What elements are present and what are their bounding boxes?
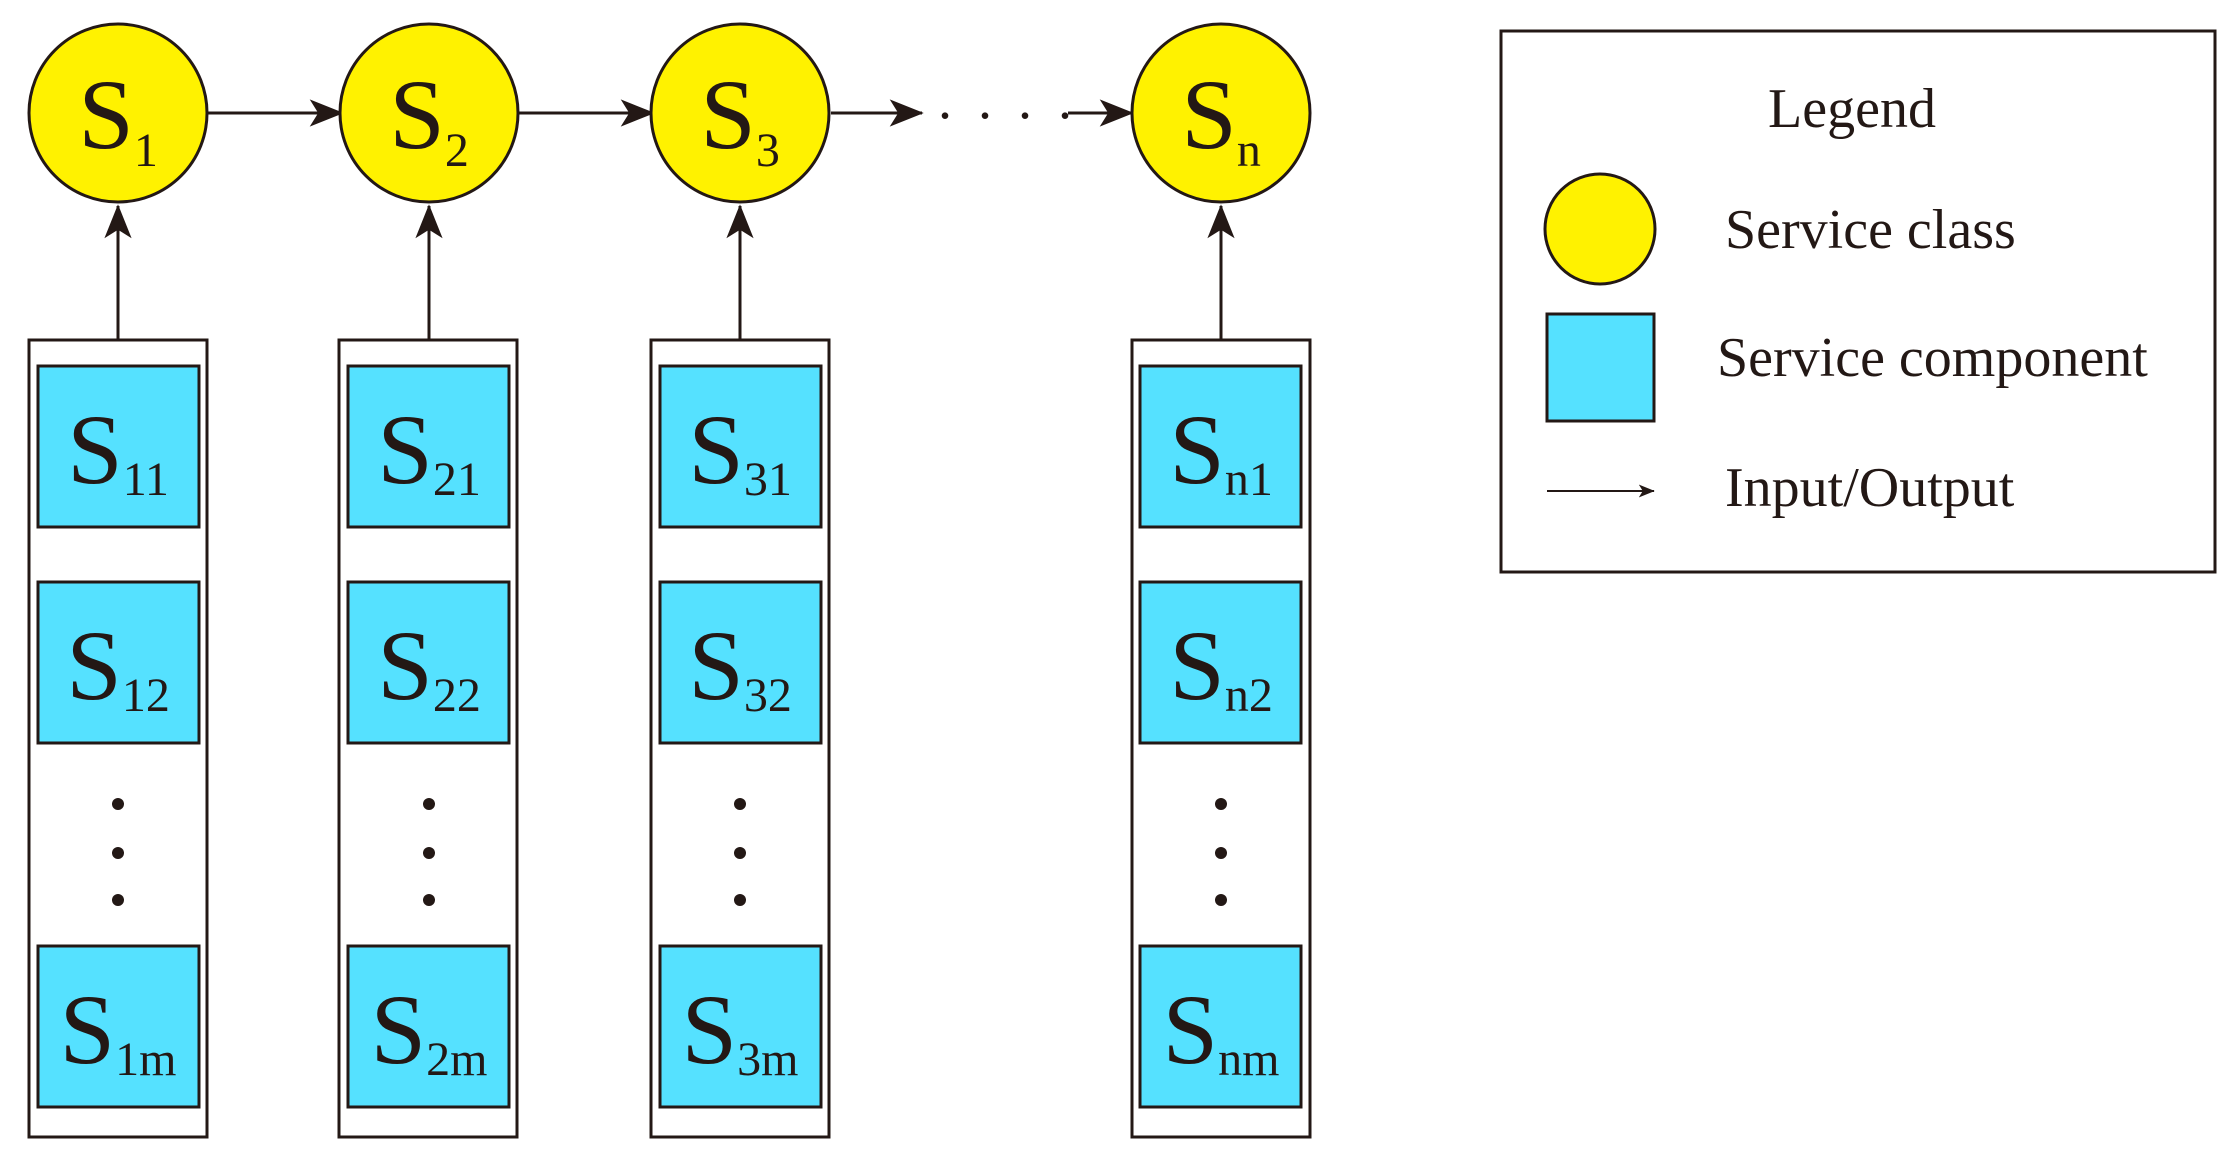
service-component-2m	[346, 944, 511, 1109]
column-2: S2 S21 S22 S2m	[337, 22, 520, 1139]
service-component-22	[346, 580, 511, 745]
legend-label-input-output: Input/Output	[1725, 457, 2015, 519]
service-component-21	[346, 364, 511, 529]
flow-ellipsis: . . . .	[938, 69, 1078, 131]
circle-icon	[1543, 172, 1657, 286]
service-class-n-circle	[1130, 22, 1312, 204]
service-component-n2	[1138, 580, 1303, 745]
service-component-32	[658, 580, 823, 745]
service-component-12-label: S12	[66, 610, 170, 722]
service-class-n-label: Sn	[1181, 59, 1261, 177]
service-component-1m-label: S1m	[60, 974, 177, 1086]
legend-title: Legend	[1768, 78, 1936, 140]
component-group-2	[337, 338, 519, 1139]
service-class-1-circle	[27, 22, 209, 204]
service-class-2-label: S2	[389, 59, 469, 177]
flow-arrows: . . . .	[208, 69, 1134, 131]
service-component-31	[658, 364, 823, 529]
legend-label-service-class: Service class	[1725, 199, 2016, 261]
component-group-n	[1130, 338, 1312, 1139]
service-component-2m-label: S2m	[371, 974, 488, 1086]
service-class-3-label: S3	[700, 59, 780, 177]
service-component-31-label: S31	[688, 394, 792, 506]
component-group-1	[27, 338, 209, 1139]
column-1: S1 S11 S12 S1m	[27, 22, 209, 1139]
service-component-3m-label: S3m	[682, 974, 799, 1086]
service-class-1-label: S1	[78, 59, 158, 177]
service-component-n1	[1138, 364, 1303, 529]
service-component-12	[36, 580, 201, 745]
component-group-3	[649, 338, 831, 1139]
service-component-21-label: S21	[377, 394, 481, 506]
legend-label-service-component: Service component	[1717, 327, 2148, 389]
vertical-ellipsis-1	[112, 798, 124, 906]
service-component-11-label: S11	[67, 394, 169, 506]
vertical-ellipsis-3	[734, 798, 746, 906]
vertical-ellipsis-n	[1215, 798, 1227, 906]
column-n: Sn Sn1 Sn2 Snm	[1130, 22, 1312, 1139]
service-component-11	[36, 364, 201, 529]
legend: Legend Service class Service component I…	[1499, 29, 2217, 574]
service-component-22-label: S22	[377, 610, 481, 722]
square-icon	[1545, 312, 1656, 423]
service-component-32-label: S32	[688, 610, 792, 722]
service-component-nm	[1138, 944, 1303, 1109]
service-class-2-circle	[338, 22, 520, 204]
vertical-ellipsis-2	[423, 798, 435, 906]
service-component-n1-label: Sn1	[1169, 394, 1273, 506]
service-component-nm-label: Snm	[1163, 974, 1280, 1086]
service-class-3-circle	[649, 22, 831, 204]
service-component-3m	[658, 944, 823, 1109]
service-component-1m	[36, 944, 201, 1109]
column-3: S3 S31 S32 S3m	[649, 22, 831, 1139]
service-component-n2-label: Sn2	[1169, 610, 1273, 722]
legend-box	[1499, 29, 2217, 574]
